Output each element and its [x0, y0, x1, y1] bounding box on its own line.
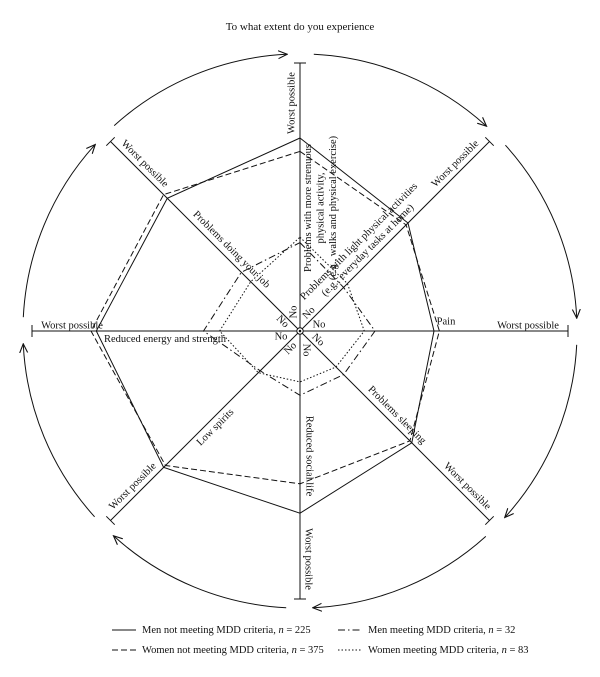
axis-end-label: Worst possible — [430, 138, 482, 190]
axis-spoke — [110, 141, 301, 332]
axis-category-line: (e.g., walks and physical exercise) — [328, 135, 339, 280]
axis-end-label: Worst possible — [41, 320, 103, 331]
axis-category-line: physical activity, — [316, 172, 327, 243]
legend-label: Women not meeting MDD criteria, n = 375 — [142, 645, 324, 656]
axis-category-line: Low spirits — [195, 407, 236, 448]
axis-category-label: Problems doing your job — [191, 209, 272, 290]
axis-category-line: Pain — [437, 317, 456, 328]
series-polygon-1 — [95, 137, 435, 514]
axis-category-label: Reduced social life — [303, 416, 314, 497]
center-dot — [298, 329, 302, 333]
axis-category-line: Reduced energy and strength — [104, 334, 227, 345]
rotation-arrow — [505, 144, 576, 317]
axis-end-label: Worst possible — [286, 72, 297, 134]
axis-end-label: Worst possible — [119, 138, 171, 190]
axis-end-label: Worst possible — [441, 461, 493, 513]
axis-spoke — [299, 330, 490, 521]
axis-category-line: Problems with more strenuous — [303, 144, 314, 272]
legend-label: Men meeting MDD criteria, n = 32 — [368, 625, 515, 636]
series-polygon-2 — [90, 150, 440, 485]
axis-spoke — [299, 141, 490, 332]
axis-spoke — [110, 330, 301, 521]
chart-title: To what extent do you experience — [226, 21, 375, 33]
axis-category-label: Pain — [437, 317, 456, 328]
legend-label: Men not meeting MDD criteria, n = 225 — [142, 625, 311, 636]
rotation-arrow — [113, 54, 286, 126]
axis-end-label: Worst possible — [303, 528, 314, 590]
axis-category-line: Reduced social life — [303, 416, 314, 497]
axis-end-tick — [105, 515, 116, 526]
axes-group — [31, 62, 569, 600]
axis-category-label: Reduced energy and strength — [104, 334, 227, 345]
axis-end-tick — [105, 136, 116, 147]
rotation-arrow — [22, 145, 94, 318]
rotation-arrow — [23, 345, 95, 518]
axis-center-label: No — [275, 331, 288, 342]
legend-label: Women meeting MDD criteria, n = 83 — [368, 645, 529, 656]
rotation-arrow — [505, 344, 578, 517]
rotation-arrow — [313, 53, 486, 125]
axis-end-label: Worst possible — [497, 320, 559, 331]
legend: Men not meeting MDD criteria, n = 225Wom… — [112, 625, 529, 656]
rotation-arrow — [114, 536, 287, 609]
axis-category-line: Problems sleeping — [365, 384, 428, 447]
axis-center-label: No — [301, 344, 312, 357]
series-group — [90, 137, 440, 514]
rotation-arrow — [314, 536, 487, 607]
axis-category-label: Low spirits — [195, 407, 236, 448]
series-polygon-4 — [218, 236, 365, 383]
axis-category-label: Problems sleeping — [365, 384, 428, 447]
series-polygon-3 — [202, 241, 376, 396]
axis-end-label: Worst possible — [107, 461, 159, 513]
axis-center-label: No — [288, 306, 299, 319]
axis-end-tick — [484, 136, 495, 147]
axis-end-tick — [484, 515, 495, 526]
axis-category-line: Problems doing your job — [191, 209, 272, 290]
axis-center-label: No — [313, 319, 326, 330]
axis-center-label: No — [282, 340, 299, 357]
rotation-arrows — [23, 54, 576, 607]
